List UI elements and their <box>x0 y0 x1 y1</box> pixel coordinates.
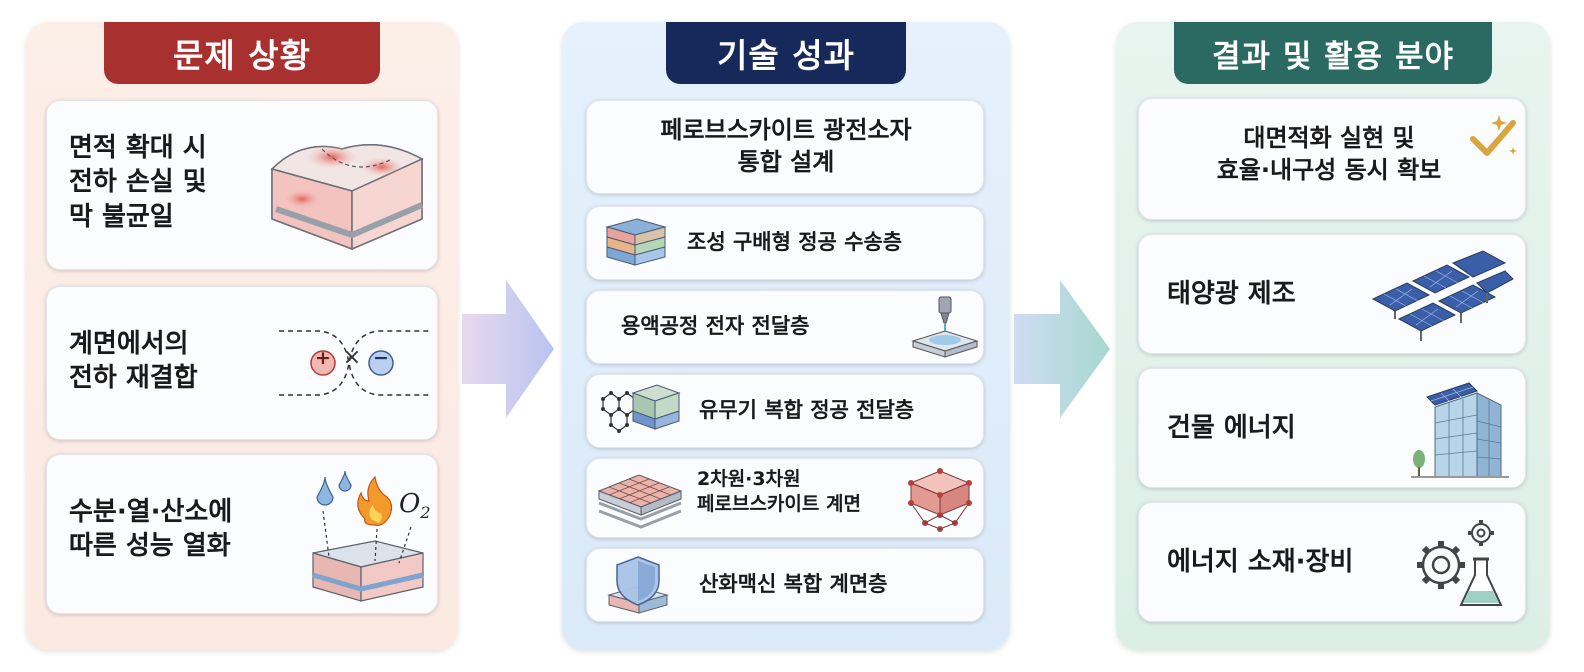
problem-card-area-loss: 면적 확대 시 전하 손실 및 막 불균일 <box>46 100 438 270</box>
charge-recombination-icon <box>279 330 429 396</box>
tech-item-label: 산화맥신 복합 계면층 <box>699 572 888 596</box>
tech-item-2d3d-interface: 2차원·3차원 페로브스카이트 계면 <box>586 458 984 538</box>
perovskite-lattice-icon <box>597 474 683 529</box>
flow-arrow-2-icon <box>1014 280 1110 418</box>
result-header-card: 대면적화 실현 및 효율·내구성 동시 확보 <box>1138 98 1526 220</box>
flow-arrow-1-icon <box>462 280 554 418</box>
tech-header-text: 페로브스카이트 광전소자 통합 설계 <box>587 115 985 178</box>
uneven-film-icon <box>270 144 424 251</box>
minus-sign: − <box>373 347 389 369</box>
shield-layer-icon <box>607 556 669 614</box>
plus-sign: + <box>315 347 331 369</box>
cross-mark: × <box>342 345 362 370</box>
gear-flask-icon <box>1417 520 1503 606</box>
text-line: 막 불균일 <box>69 201 174 232</box>
moisture-heat-oxygen-icon <box>312 471 424 602</box>
text-line: 통합 설계 <box>737 147 835 176</box>
result-item-building: 건물 에너지 <box>1138 368 1526 488</box>
layered-stack-icon <box>605 218 667 266</box>
result-item-label: 태양광 제조 <box>1167 279 1296 309</box>
result-item-label: 건물 에너지 <box>1167 413 1296 443</box>
tech-item-gradient-htl: 조성 구배형 정공 수송층 <box>586 206 984 280</box>
coating-nozzle-icon <box>911 296 979 358</box>
problem-card-recombination: 계면에서의 전하 재결합 + − × <box>46 286 438 440</box>
result-panel-title: 결과 및 활용 분야 <box>1174 22 1492 84</box>
solar-panels-icon <box>1371 250 1514 341</box>
problem-card-degradation: 수분·열·산소에 따른 성능 열화 O2 <box>46 454 438 614</box>
tech-item-label: 유무기 복합 정공 전달층 <box>699 398 915 422</box>
positive-charge-icon <box>310 350 336 376</box>
water-drop-icon <box>316 476 334 506</box>
flame-icon <box>357 475 393 526</box>
checkmark-sparkle-icon <box>1470 115 1517 156</box>
problem-card-text: 수분·열·산소에 따른 성능 열화 <box>69 495 232 564</box>
text-line: 계면에서의 <box>69 329 189 359</box>
oxygen-subscript: 2 <box>420 503 431 523</box>
tech-item-text: 2차원·3차원 페로브스카이트 계면 <box>697 467 861 517</box>
oxygen-symbol: O <box>399 489 421 519</box>
oxygen-label: O2 <box>399 489 431 522</box>
tech-item-solution-etl: 용액공정 전자 전달층 <box>586 290 984 364</box>
tech-item-label: 용액공정 전자 전달층 <box>621 314 810 338</box>
result-item-label: 에너지 소재·장비 <box>1167 547 1354 577</box>
molecular-layer-icon <box>601 384 681 433</box>
text-line: 전하 손실 및 <box>69 167 207 198</box>
tech-item-mxene-interface: 산화맥신 복합 계면층 <box>586 548 984 622</box>
tech-panel: 기술 성과 페로브스카이트 광전소자 통합 설계 조성 구배형 정공 수송층 용… <box>562 22 1010 650</box>
problem-panel-title: 문제 상황 <box>104 22 380 84</box>
text-line: 페로브스카이트 계면 <box>697 493 861 516</box>
text-line: 면적 확대 시 <box>69 133 207 163</box>
text-line: 대면적화 실현 및 <box>1243 124 1415 152</box>
green-building-icon <box>1411 382 1509 478</box>
text-line: 수분·열·산소에 <box>69 497 233 527</box>
result-header-text: 대면적화 실현 및 효율·내구성 동시 확보 <box>1179 123 1479 186</box>
tech-header-card: 페로브스카이트 광전소자 통합 설계 <box>586 100 984 194</box>
water-drop-icon <box>338 471 352 492</box>
tech-item-label: 조성 구배형 정공 수송층 <box>687 230 903 254</box>
result-item-solar: 태양광 제조 <box>1138 234 1526 354</box>
text-line: 2차원·3차원 <box>697 468 801 490</box>
text-line: 효율·내구성 동시 확보 <box>1216 155 1442 184</box>
problem-card-text: 면적 확대 시 전하 손실 및 막 불균일 <box>69 131 207 234</box>
crystal-structure-icon <box>908 468 972 532</box>
problem-card-text: 계면에서의 전하 재결합 <box>69 327 198 396</box>
tech-item-hybrid-htl: 유무기 복합 정공 전달층 <box>586 374 984 448</box>
result-panel: 결과 및 활용 분야 대면적화 실현 및 효율·내구성 동시 확보 태양광 제조 <box>1116 22 1550 650</box>
text-line: 따른 성능 열화 <box>69 531 231 562</box>
text-line: 전하 재결합 <box>69 363 198 394</box>
problem-panel: 문제 상황 면적 확대 시 전하 손실 및 막 불균일 <box>26 22 458 650</box>
negative-charge-icon <box>368 350 394 376</box>
tech-panel-title: 기술 성과 <box>666 22 906 84</box>
result-item-equipment: 에너지 소재·장비 <box>1138 502 1526 622</box>
text-line: 페로브스카이트 광전소자 <box>660 116 912 144</box>
